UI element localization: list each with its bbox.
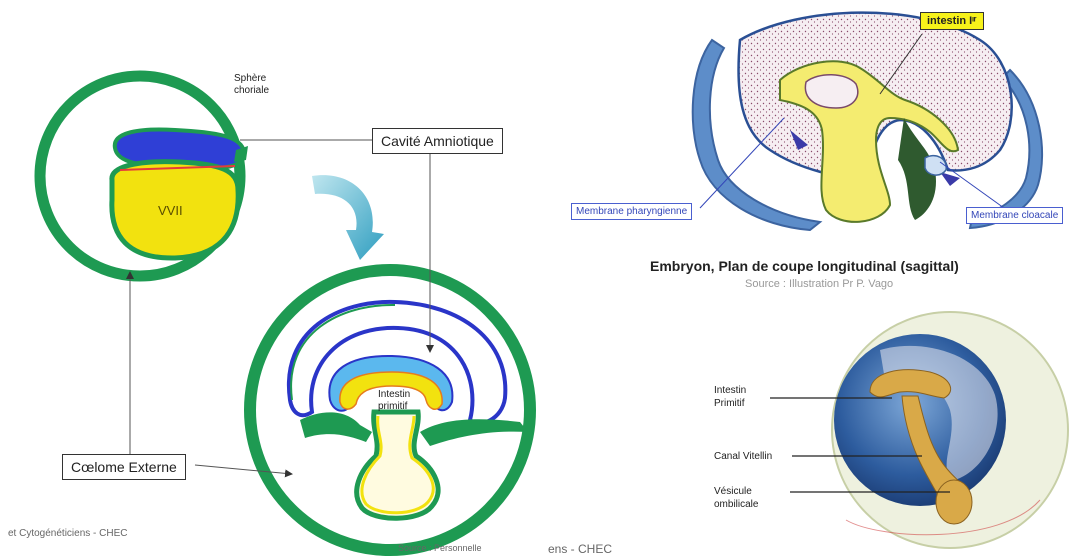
primitive-gut-line2: primitif: [378, 401, 410, 413]
embryo-3d-figure: [832, 312, 1068, 548]
sagittal-title: Embryon, Plan de coupe longitudinal (sag…: [650, 258, 959, 274]
transition-arrow: [312, 175, 384, 260]
early-embryo-figure: [40, 76, 248, 276]
yolk-sac-line2: ombilicale: [714, 498, 758, 511]
sagittal-source: Source : Illustration Pr P. Vago: [745, 278, 893, 290]
external-coelom-label: Cœlome Externe: [62, 454, 186, 480]
primitive-gut-label-left: Intestin primitif: [378, 389, 410, 413]
chorionic-sphere-label: Sphère choriale: [234, 73, 269, 97]
primitive-gut-right-line1: Intestin: [714, 384, 746, 397]
pharyngeal-membrane-label: Membrane pharyngienne: [571, 203, 692, 220]
gut-label-yellow: intestin Iᶦʳ: [920, 12, 984, 30]
footer-right: ens - CHEC: [548, 542, 612, 556]
cloacal-membrane-label: Membrane cloacale: [966, 207, 1063, 224]
primitive-gut-label-right: Intestin Primitif: [714, 384, 746, 410]
yolk-sac-label: Vésicule ombilicale: [714, 485, 758, 511]
amniotic-cavity-label: Cavité Amniotique: [372, 128, 503, 154]
vvii-label: VVII: [158, 203, 183, 218]
primitive-gut-line1: Intestin: [378, 389, 410, 401]
yolk-sac-line1: Vésicule: [714, 485, 758, 498]
sphere-label-line1: Sphère: [234, 73, 269, 85]
footer-left: et Cytogénéticiens - CHEC: [8, 528, 128, 539]
sphere-label-line2: choriale: [234, 85, 269, 97]
footer-source: Source : Personnelle: [398, 543, 482, 553]
vitelline-canal-label: Canal Vitellin: [714, 450, 772, 463]
primitive-gut-right-line2: Primitif: [714, 397, 746, 410]
